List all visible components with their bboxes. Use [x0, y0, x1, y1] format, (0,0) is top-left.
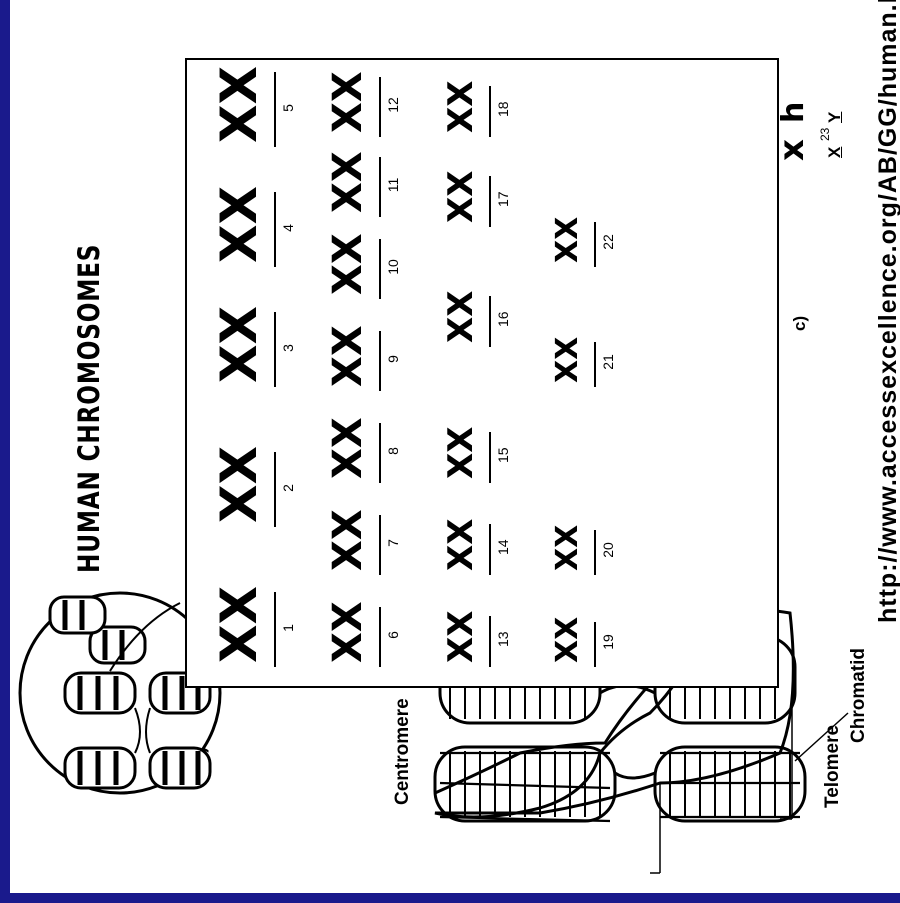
chromosome-number-14: 14 [495, 527, 511, 567]
pair-underline-4 [274, 192, 276, 267]
chromosome-number-7: 7 [385, 523, 401, 563]
pair-underline-22 [594, 222, 596, 267]
chromosome-number-20: 20 [600, 530, 616, 570]
chromosome-number-5: 5 [280, 88, 296, 128]
chromosome-pair-21: XX [550, 337, 585, 383]
pair-underline-16 [489, 296, 491, 347]
chromosome-pair-6: XX [325, 601, 371, 663]
chromosome-y: h [776, 102, 811, 123]
chromosome-number-8: 8 [385, 431, 401, 471]
chromosome-pair-10: XX [325, 233, 371, 295]
chromosome-pair-15: XX [441, 427, 481, 479]
pair-underline-7 [379, 515, 381, 575]
pair-underline-8 [379, 423, 381, 483]
chromosome-number-17: 17 [495, 179, 511, 219]
chromosome-number-1: 1 [280, 608, 296, 648]
chromosome-number-13: 13 [495, 619, 511, 659]
pair-underline-5 [274, 72, 276, 147]
sex-pair-number: 23 [818, 128, 832, 141]
pair-underline-20 [594, 530, 596, 575]
pair-underline-9 [379, 331, 381, 391]
pair-underline-15 [489, 432, 491, 483]
sex-x-label: X [825, 147, 845, 158]
chromosome-pair-23: x [772, 139, 812, 161]
pair-underline-10 [379, 239, 381, 299]
chromosome-number-3: 3 [280, 328, 296, 368]
chromosome-number-21: 21 [600, 342, 616, 382]
chromosome-number-16: 16 [495, 299, 511, 339]
chromosome-pair-8: XX [325, 417, 371, 479]
pair-underline-13 [489, 616, 491, 667]
chromosome-number-10: 10 [385, 247, 401, 287]
pair-underline-17 [489, 176, 491, 227]
chromosome-pair-13: XX [441, 611, 481, 663]
chromosome-pair-17: XX [441, 171, 481, 223]
chromosome-number-9: 9 [385, 339, 401, 379]
chromosome-pair-2: XX [210, 446, 268, 523]
pair-underline-18 [489, 86, 491, 137]
chromosome-pair-7: XX [325, 509, 371, 571]
chromosome-pair-11: XX [325, 151, 371, 213]
chromosome-pair-14: XX [441, 519, 481, 571]
chromosome-pair-4: XX [210, 186, 268, 263]
pair-underline-2 [274, 452, 276, 527]
chromosome-number-4: 4 [280, 208, 296, 248]
chromosome-number-6: 6 [385, 615, 401, 655]
chromosome-number-12: 12 [385, 85, 401, 125]
rotated-figure: HUMAN CHROMOSOMES http://www.accessexcel… [10, 0, 900, 903]
chromosome-pair-9: XX [325, 325, 371, 387]
chromosome-pair-16: XX [441, 291, 481, 343]
pair-underline-6 [379, 607, 381, 667]
pair-underline-19 [594, 622, 596, 667]
chromosome-pair-22: XX [550, 217, 585, 263]
chromosome-pair-20: XX [550, 525, 585, 571]
chromosome-number-11: 11 [385, 165, 401, 205]
pair-underline-21 [594, 342, 596, 387]
pair-underline-1 [274, 592, 276, 667]
chromosome-pair-19: XX [550, 617, 585, 663]
chromosome-pair-1: XX [210, 586, 268, 663]
chromosome-pair-12: XX [325, 71, 371, 133]
pair-underline-14 [489, 524, 491, 575]
sex-y-label: Y [825, 112, 845, 123]
pair-underline-11 [379, 157, 381, 217]
chromosome-number-15: 15 [495, 435, 511, 475]
chromosome-number-18: 18 [495, 89, 511, 129]
chromosome-number-2: 2 [280, 468, 296, 508]
chromosome-number-22: 22 [600, 222, 616, 262]
pair-underline-12 [379, 77, 381, 137]
chromosome-pair-3: XX [210, 306, 268, 383]
pair-underline-3 [274, 312, 276, 387]
chromosome-number-19: 19 [600, 622, 616, 662]
chromosome-pair-18: XX [441, 81, 481, 133]
chromosome-pair-5: XX [210, 66, 268, 143]
content-panel: HUMAN CHROMOSOMES http://www.accessexcel… [10, 0, 900, 893]
